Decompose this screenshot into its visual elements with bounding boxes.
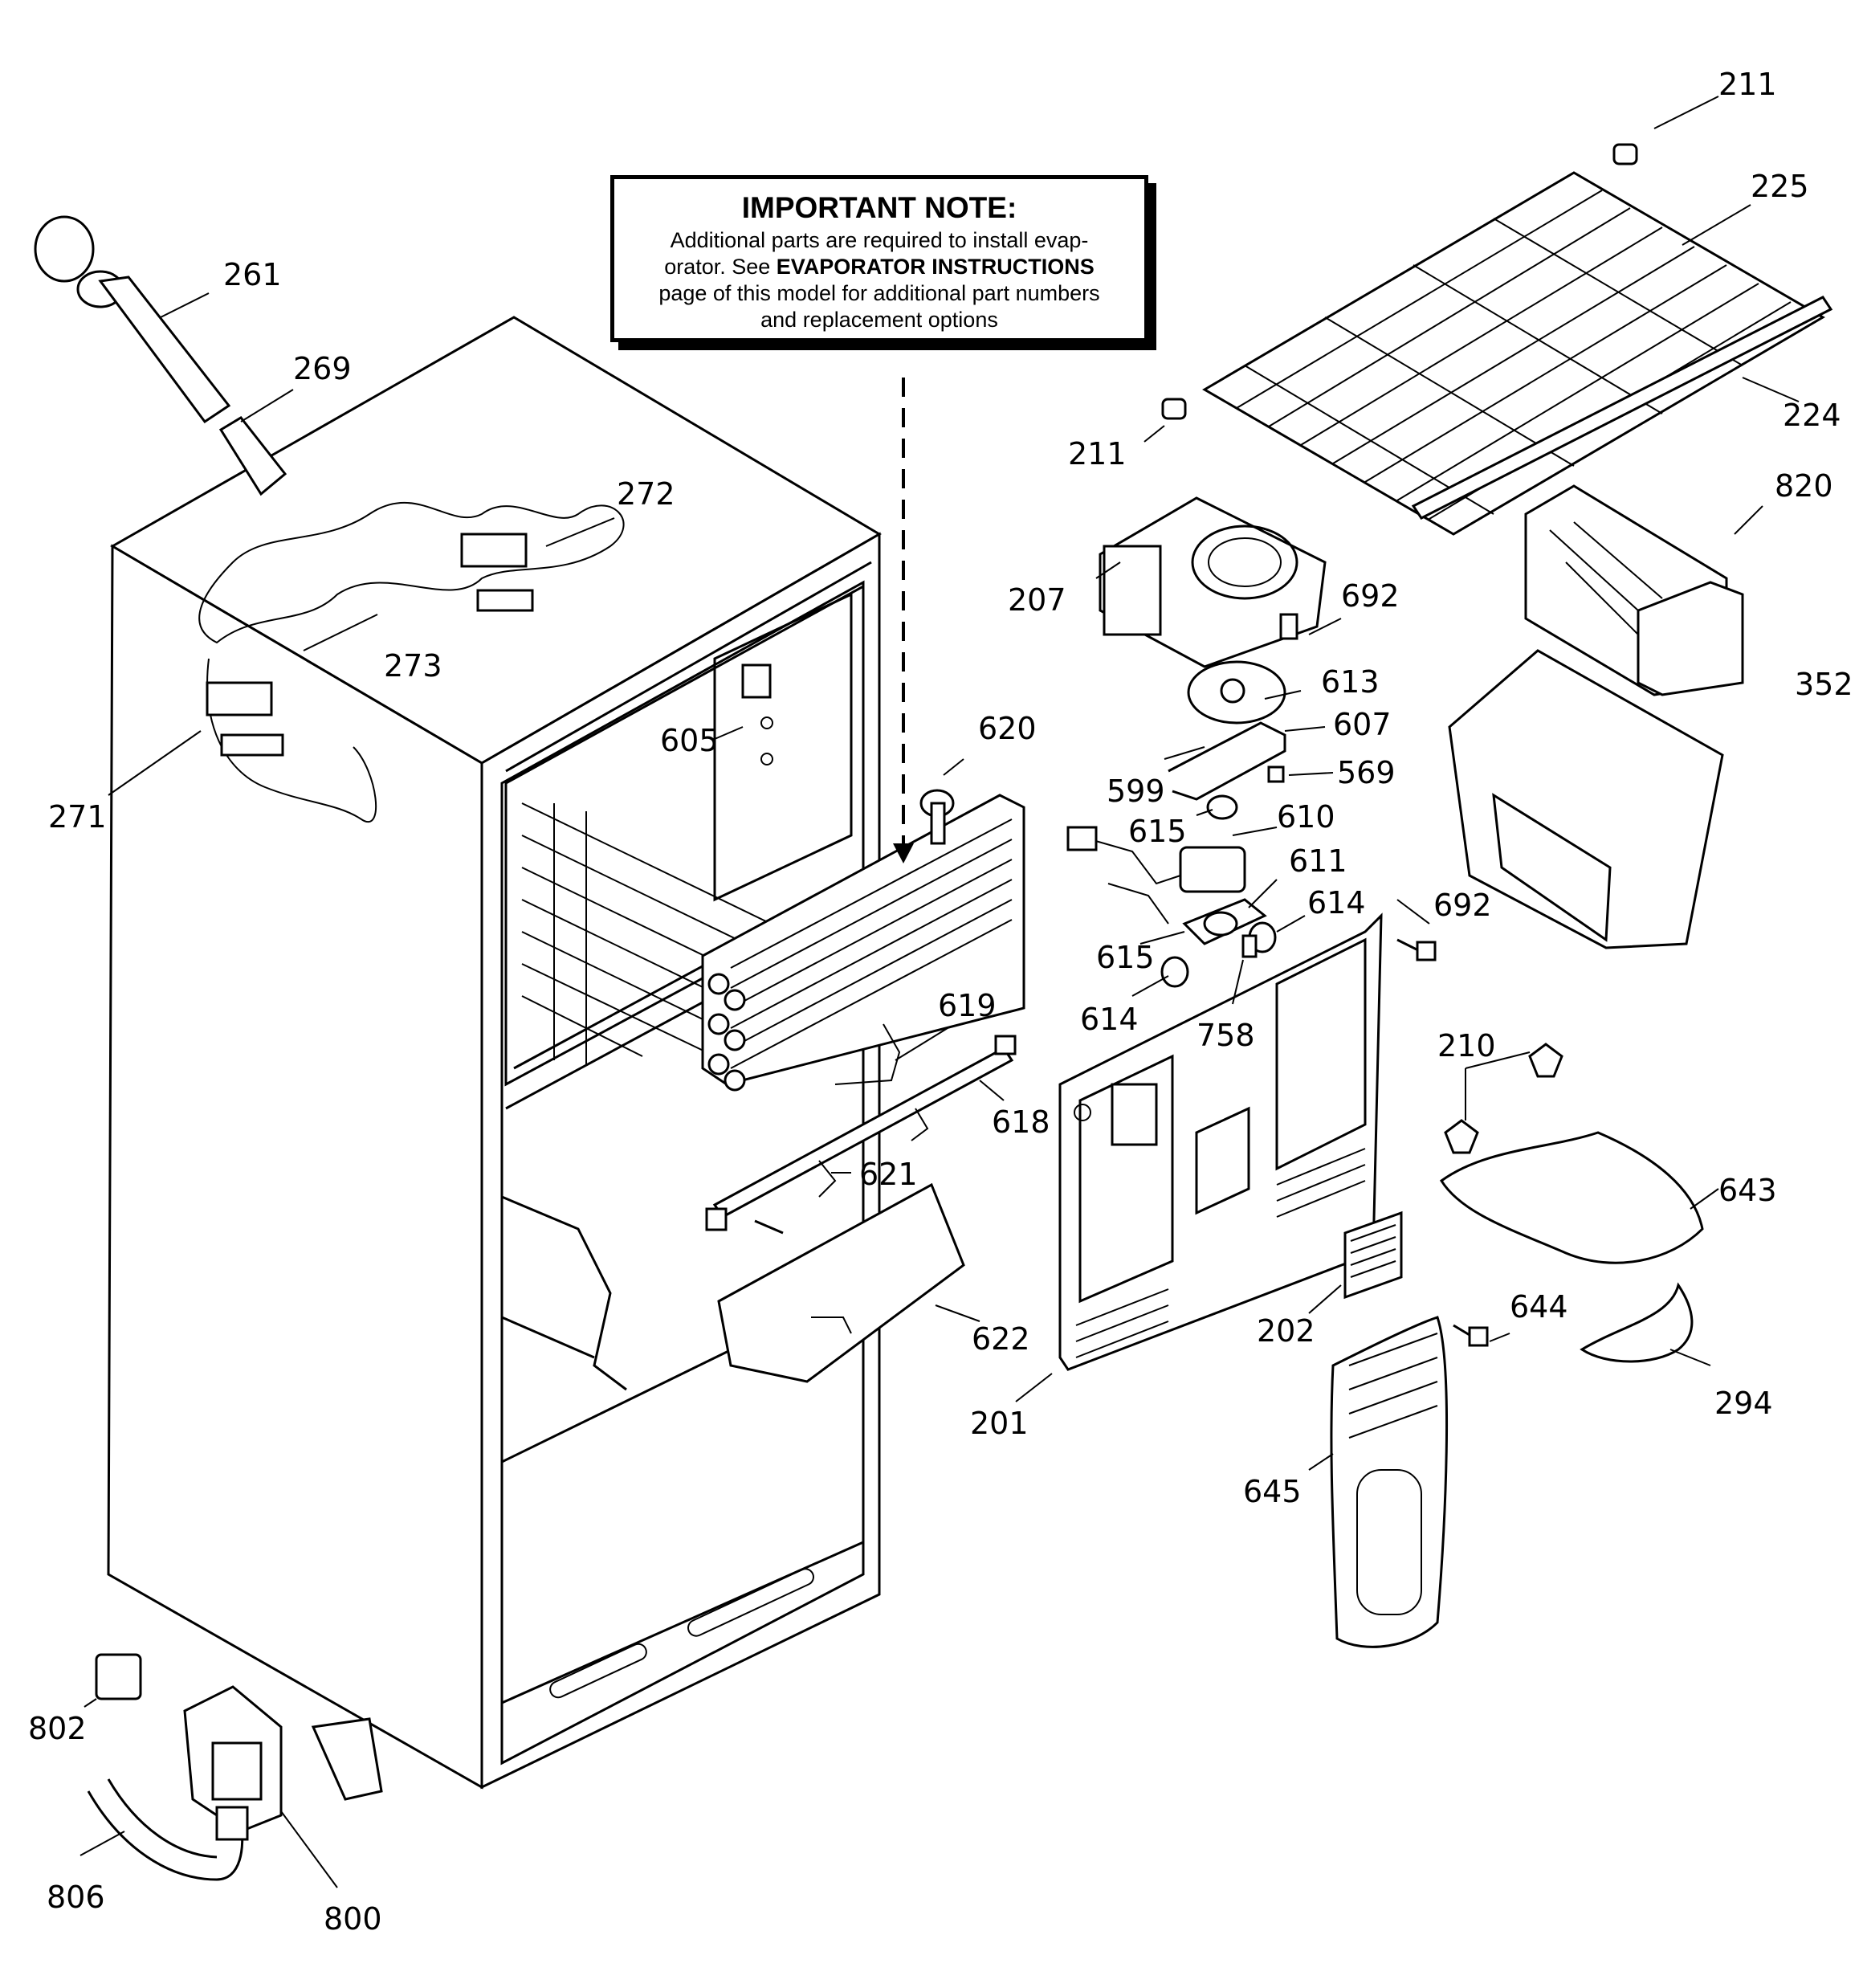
note-title: IMPORTANT NOTE: xyxy=(741,191,1017,224)
note-line-4: and replacement options xyxy=(760,308,998,332)
label-605: 605 xyxy=(660,723,719,758)
cabinet-drawing xyxy=(107,316,882,1790)
label-618: 618 xyxy=(992,1104,1050,1140)
label-273: 273 xyxy=(384,648,442,684)
evaporator-cover-drawing xyxy=(1058,912,1383,1371)
part-labels: 211 225 224 211 820 261 269 272 273 271 … xyxy=(28,67,1853,1937)
label-202: 202 xyxy=(1257,1313,1315,1349)
evaporator-drawing xyxy=(701,794,1025,1092)
note-line-1: Additional parts are required to install… xyxy=(670,228,1089,252)
label-599: 599 xyxy=(1107,774,1165,809)
label-207: 207 xyxy=(1008,582,1066,618)
wire-shelf-drawing xyxy=(1161,143,1833,536)
label-224: 224 xyxy=(1783,398,1841,433)
note-line-2a: orator. See xyxy=(664,255,777,279)
ice-maker-drawing xyxy=(1524,484,1744,696)
label-269: 269 xyxy=(293,351,352,386)
label-610: 610 xyxy=(1277,799,1335,835)
note-evaporator-instructions: EVAPORATOR INSTRUCTIONS xyxy=(776,255,1095,279)
label-261: 261 xyxy=(223,257,282,292)
label-802: 802 xyxy=(28,1711,87,1746)
label-620: 620 xyxy=(978,711,1037,746)
label-607: 607 xyxy=(1333,707,1392,742)
label-225: 225 xyxy=(1751,169,1809,204)
water-valve-drawing xyxy=(87,1653,383,1881)
duct-assembly-drawing xyxy=(1330,1043,1704,1648)
label-621: 621 xyxy=(859,1157,918,1192)
label-800: 800 xyxy=(324,1901,382,1937)
label-820: 820 xyxy=(1775,468,1833,504)
ice-bucket-drawing xyxy=(1448,649,1724,949)
label-211-top: 211 xyxy=(1718,67,1777,102)
note-pointer xyxy=(893,378,914,863)
label-614-right: 614 xyxy=(1307,885,1366,921)
important-note-box: IMPORTANT NOTE: Additional parts are req… xyxy=(610,175,1148,342)
label-294: 294 xyxy=(1714,1386,1773,1421)
vent-grille-drawing xyxy=(1343,1210,1403,1300)
fan-motor-drawing xyxy=(1066,660,1286,988)
leader-lines xyxy=(79,96,1800,1888)
label-201: 201 xyxy=(970,1406,1029,1441)
label-643: 643 xyxy=(1718,1173,1777,1208)
note-line-3: page of this model for additional part n… xyxy=(658,281,1100,305)
label-615-bottom: 615 xyxy=(1096,940,1155,975)
label-692-top: 692 xyxy=(1341,578,1400,614)
label-614-left: 614 xyxy=(1080,1002,1139,1037)
label-271: 271 xyxy=(48,799,107,835)
note-body: Additional parts are required to install… xyxy=(614,227,1144,333)
label-806: 806 xyxy=(47,1880,105,1915)
label-615-top: 615 xyxy=(1128,814,1187,849)
label-644: 644 xyxy=(1510,1289,1568,1325)
label-619: 619 xyxy=(938,988,997,1023)
label-622: 622 xyxy=(972,1321,1030,1357)
label-645: 645 xyxy=(1243,1474,1302,1509)
drain-trough-drawing xyxy=(717,1182,965,1383)
label-272: 272 xyxy=(617,476,675,512)
fan-shroud-drawing xyxy=(1099,496,1327,668)
label-613: 613 xyxy=(1321,664,1380,700)
label-352: 352 xyxy=(1795,667,1853,702)
label-569: 569 xyxy=(1337,755,1396,790)
label-692-right: 692 xyxy=(1433,888,1492,923)
defrost-heater-drawing xyxy=(705,1023,1017,1231)
fill-tube-drawing xyxy=(34,215,287,496)
label-758: 758 xyxy=(1196,1018,1255,1053)
label-211-left: 211 xyxy=(1068,436,1127,471)
label-611: 611 xyxy=(1289,843,1347,879)
label-210: 210 xyxy=(1437,1028,1496,1063)
